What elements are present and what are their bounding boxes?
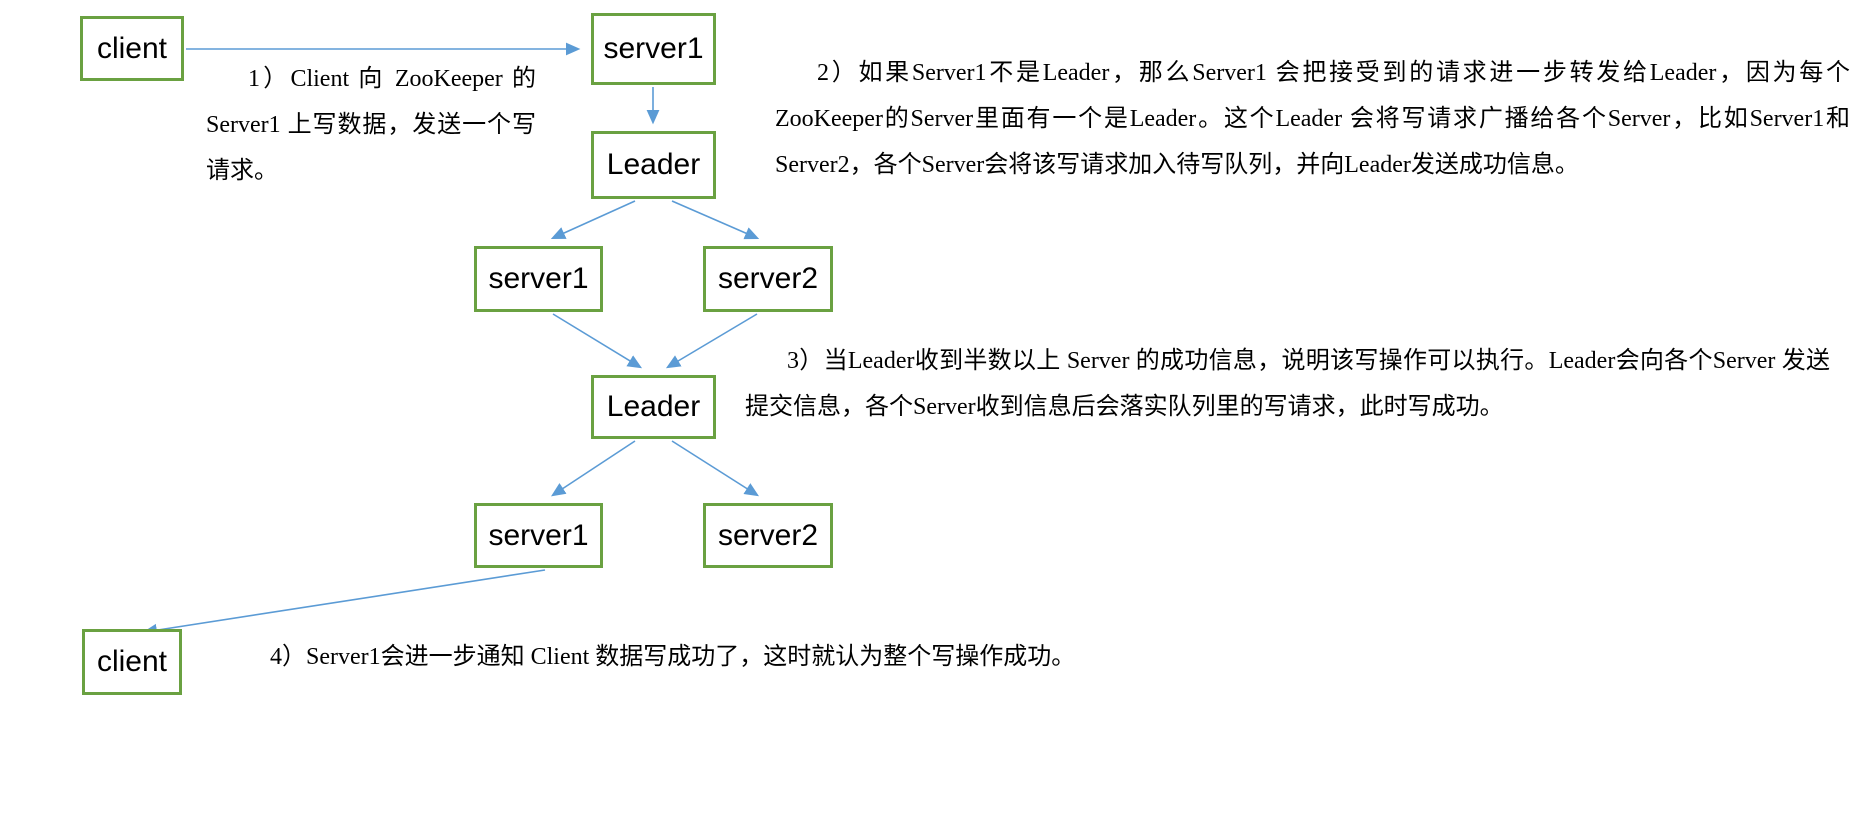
note-step-3: 3）当Leader收到半数以上 Server 的成功信息，说明该写操作可以执行。…	[745, 338, 1830, 430]
note-text: 2）如果Server1不是Leader，那么Server1 会把接受到的请求进一…	[775, 60, 1850, 178]
node-label: Leader	[606, 390, 701, 423]
edge-leader1-to-server1-mid	[550, 200, 636, 239]
node-label: client	[96, 31, 168, 65]
note-step-1: 1）Client 向 ZooKeeper 的 Server1 上写数据，发送一个…	[206, 56, 536, 194]
node-label: server1	[488, 518, 589, 552]
node-label: server1	[488, 262, 589, 295]
note-text: 4）Server1会进一步通知 Client 数据写成功了，这时就认为整个写操作…	[270, 644, 1076, 670]
node-label: server2	[717, 518, 819, 552]
edge-server1-bot-to-client-bottom	[142, 569, 546, 637]
node-server1-bottom[interactable]: server1	[474, 503, 603, 568]
node-server1-mid[interactable]: server1	[474, 246, 603, 312]
note-step-4: 4）Server1会进一步通知 Client 数据写成功了，这时就认为整个写操作…	[228, 634, 1228, 680]
node-label: Leader	[606, 148, 701, 181]
node-leader-1[interactable]: Leader	[591, 131, 716, 199]
node-label: server2	[717, 262, 819, 295]
node-label: server1	[603, 32, 704, 65]
note-text: 3）当Leader收到半数以上 Server 的成功信息，说明该写操作可以执行。…	[745, 348, 1830, 420]
node-server2-mid[interactable]: server2	[703, 246, 833, 312]
note-text: 1）Client 向 ZooKeeper 的 Server1 上写数据，发送一个…	[206, 66, 536, 184]
node-client-top[interactable]: client	[80, 16, 184, 81]
node-client-bottom[interactable]: client	[82, 629, 182, 695]
edge-server2-mid-to-leader2	[665, 313, 758, 369]
edge-leader2-to-server1-bot	[550, 440, 636, 497]
edge-server1-mid-to-leader2	[552, 313, 643, 369]
note-step-2: 2）如果Server1不是Leader，那么Server1 会把接受到的请求进一…	[775, 50, 1850, 188]
node-leader-2[interactable]: Leader	[591, 375, 716, 439]
node-server1-top[interactable]: server1	[591, 13, 716, 85]
edge-leader2-to-server2-bot	[671, 440, 760, 497]
node-server2-bottom[interactable]: server2	[703, 503, 833, 568]
node-label: client	[96, 645, 168, 678]
edge-leader1-to-server2-mid	[671, 200, 760, 240]
